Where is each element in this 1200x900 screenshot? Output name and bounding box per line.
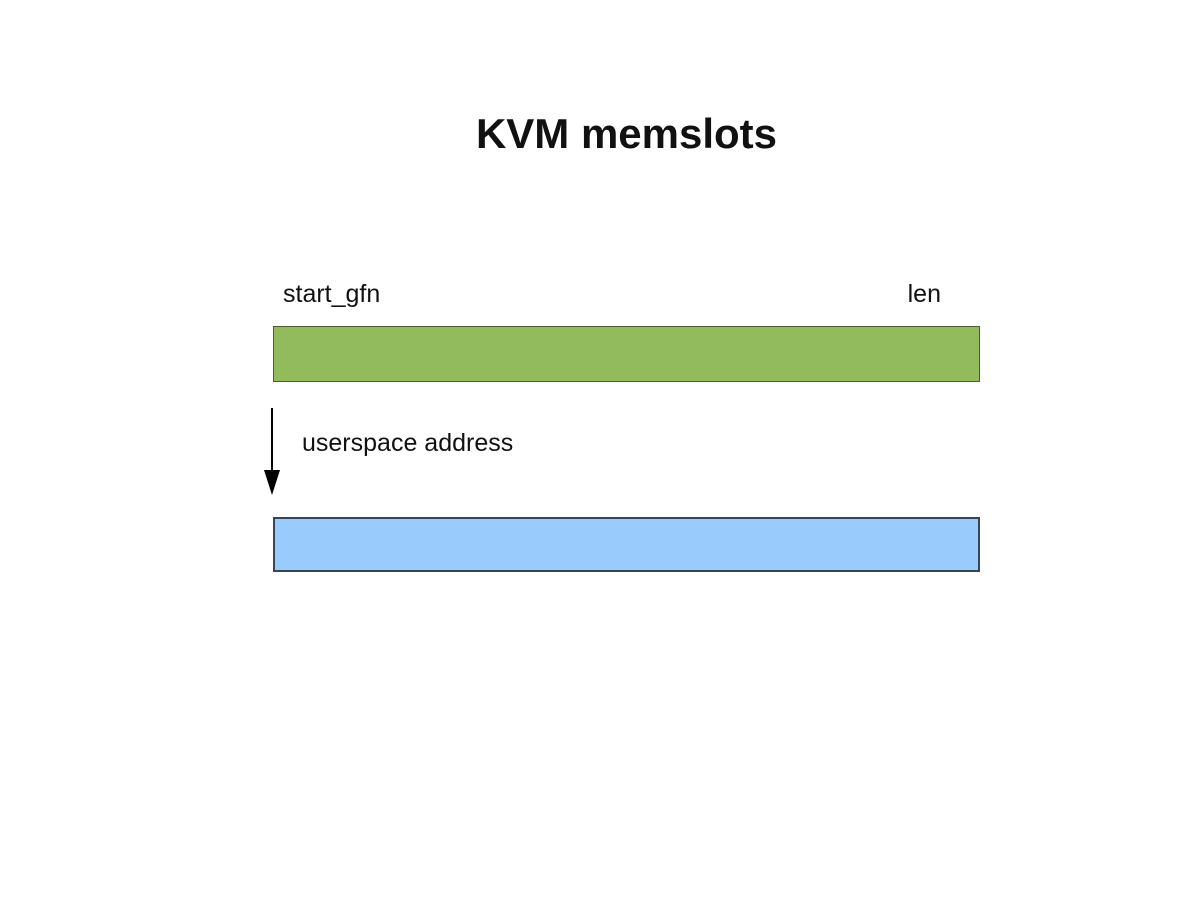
start-gfn-label: start_gfn [283, 280, 381, 308]
down-arrow-icon [264, 408, 280, 495]
down-arrow-head [264, 470, 280, 495]
len-label: len [907, 280, 941, 308]
slot-labels-row: start_gfn len [273, 280, 941, 309]
diagram-title: KVM memslots [475, 110, 778, 157]
userspace-address-label: userspace address [302, 429, 514, 457]
guest-memslot-bar [273, 326, 980, 382]
userspace-memory-bar [273, 517, 980, 572]
down-arrow-shaft [271, 408, 273, 472]
